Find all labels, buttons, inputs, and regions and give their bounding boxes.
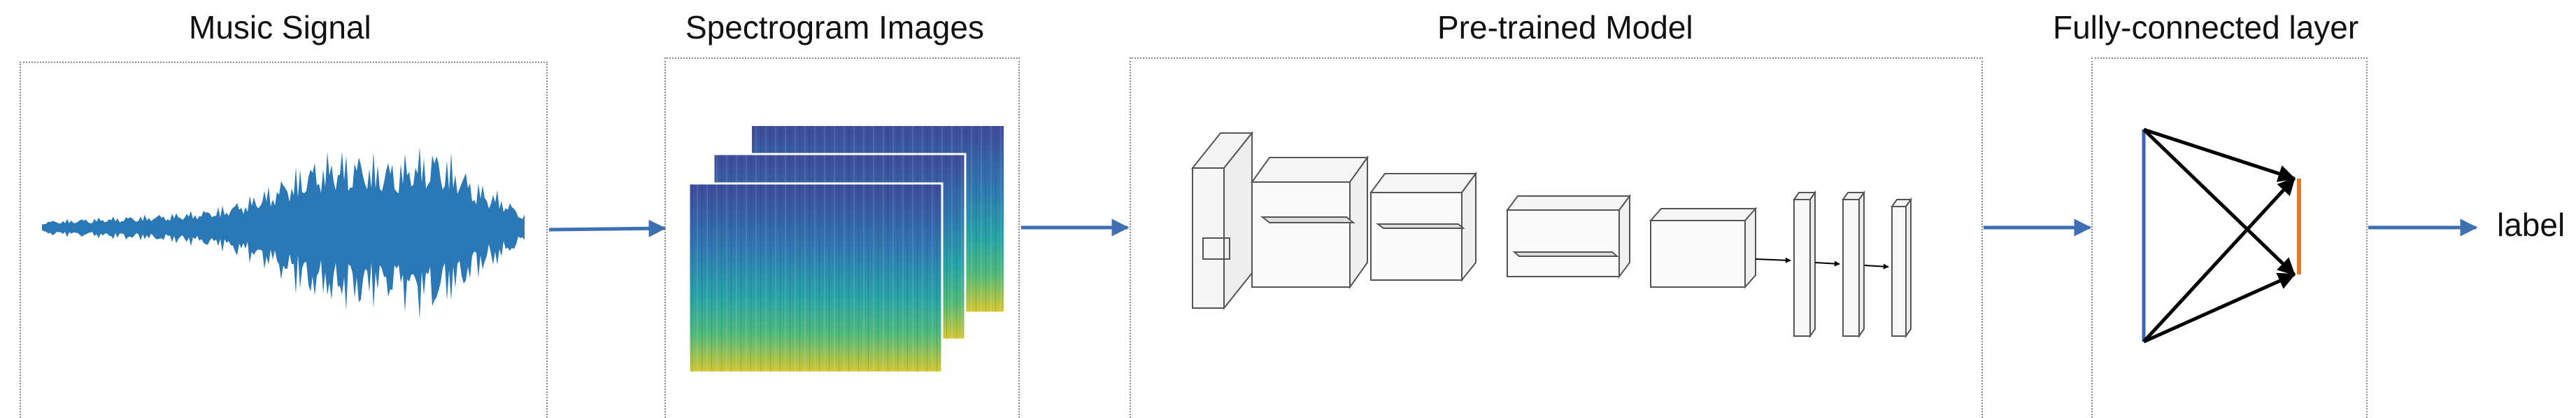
spectrogram-stack <box>688 126 1004 374</box>
cnn-block-4 <box>1649 207 1758 289</box>
cnn-block-3 <box>1506 194 1631 279</box>
spectrogram-title: Spectrogram Images <box>685 9 984 46</box>
spectrogram-image-front <box>688 182 944 374</box>
output-label: label <box>2497 207 2566 243</box>
spectrogram-panel <box>664 57 1020 418</box>
cnn-dense-layers <box>1793 190 1912 339</box>
pretrained-model-panel <box>1130 57 1983 418</box>
cnn-block-1 <box>1251 155 1369 290</box>
waveform-graphic <box>42 147 525 320</box>
fc-graph <box>2142 127 2301 344</box>
arrow-signal-to-spectrogram <box>548 219 667 237</box>
fully-connected-title: Fully-connected layer <box>2053 9 2359 46</box>
fully-connected-panel <box>2091 57 2368 418</box>
pretrained-model-title: Pre-trained Model <box>1437 9 1693 46</box>
music-signal-title: Music Signal <box>189 9 371 46</box>
cnn-input-layer <box>1190 131 1254 310</box>
music-signal-panel <box>20 62 548 418</box>
cnn-block-2 <box>1369 171 1477 282</box>
cnn-model-graphic <box>1190 131 1912 339</box>
